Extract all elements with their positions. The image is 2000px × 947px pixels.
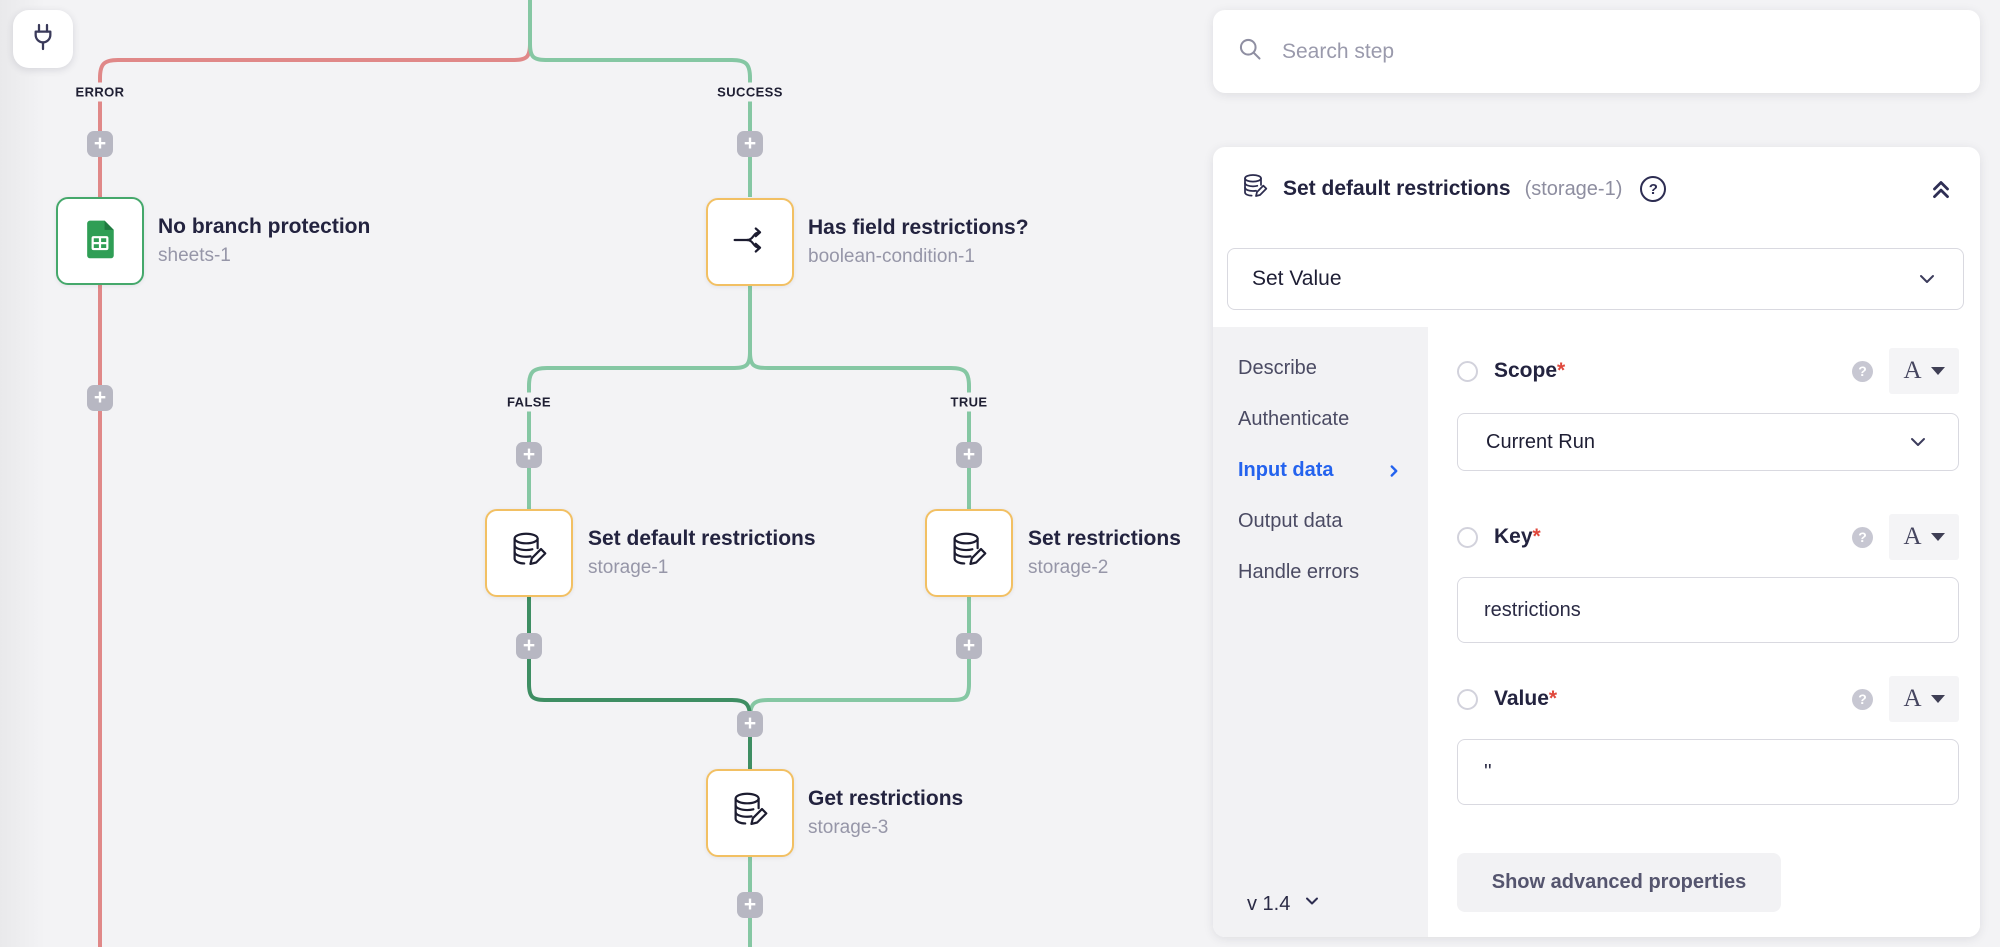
branch-label-false: FALSE <box>502 392 556 412</box>
field-label: Value* <box>1494 687 1558 710</box>
workflow-node-storage-1[interactable] <box>485 509 573 597</box>
triangle-down-icon <box>1930 695 1945 703</box>
node-subtitle: sheets-1 <box>158 245 231 266</box>
add-step-button[interactable]: + <box>87 131 113 157</box>
field-type-selector[interactable]: A <box>1889 348 1959 394</box>
add-step-button[interactable]: + <box>737 131 763 157</box>
node-subtitle: storage-3 <box>808 817 889 838</box>
scope-select[interactable]: Current Run <box>1457 413 1959 471</box>
add-step-button[interactable]: + <box>956 633 982 659</box>
node-title: Set restrictions <box>1028 527 1181 550</box>
collapse-panel-button[interactable] <box>1928 176 1954 202</box>
chevron-down-icon <box>1915 267 1939 291</box>
field-type-selector[interactable]: A <box>1889 514 1959 560</box>
field-row-scope: Scope* ? A <box>1457 348 1959 394</box>
storage-icon <box>1239 171 1271 208</box>
chevron-down-icon <box>1302 891 1322 917</box>
node-subtitle: storage-2 <box>1028 557 1109 578</box>
node-title: No branch protection <box>158 215 371 238</box>
step-search-card <box>1213 10 1980 93</box>
add-step-button[interactable]: + <box>516 442 542 468</box>
show-advanced-properties-button[interactable]: Show advanced properties <box>1457 853 1781 912</box>
search-icon <box>1237 36 1264 68</box>
field-radio[interactable] <box>1457 360 1478 382</box>
triangle-down-icon <box>1930 367 1945 375</box>
storage-icon <box>946 528 992 579</box>
branch-label-success: SUCCESS <box>712 82 788 102</box>
field-help-icon[interactable]: ? <box>1852 526 1873 548</box>
workflow-node-boolean-condition-1[interactable] <box>706 198 794 286</box>
tab-input-data[interactable]: Input data <box>1213 445 1428 496</box>
branch-label-error: ERROR <box>70 82 130 102</box>
step-properties-panel: Set default restrictions (storage-1) ? S… <box>1213 147 1980 937</box>
google-sheets-icon <box>78 217 122 266</box>
storage-icon <box>506 528 552 579</box>
tab-handle-errors[interactable]: Handle errors <box>1238 561 1360 583</box>
input-data-form: Scope* ? A Current Run Key* ? A <box>1428 327 1980 937</box>
operation-select[interactable]: Set Value <box>1227 248 1964 310</box>
field-radio[interactable] <box>1457 688 1478 710</box>
field-label: Scope* <box>1494 359 1566 382</box>
version-selector[interactable]: v 1.4 <box>1247 891 1322 917</box>
add-step-button[interactable]: + <box>87 385 113 411</box>
add-step-button[interactable]: + <box>516 633 542 659</box>
tab-authenticate[interactable]: Authenticate <box>1238 408 1350 430</box>
help-icon[interactable]: ? <box>1640 176 1667 202</box>
field-row-key: Key* ? A <box>1457 514 1959 560</box>
node-title: Get restrictions <box>808 787 964 810</box>
field-radio[interactable] <box>1457 526 1478 548</box>
panel-header: Set default restrictions (storage-1) ? <box>1213 147 1980 231</box>
panel-title: Set default restrictions <box>1283 177 1511 200</box>
branch-condition-icon <box>727 217 773 268</box>
tab-describe[interactable]: Describe <box>1238 357 1317 379</box>
field-row-value: Value* ? A <box>1457 676 1959 722</box>
workflow-node-sheets-1[interactable] <box>56 197 144 285</box>
add-step-button[interactable]: + <box>956 442 982 468</box>
value-input[interactable] <box>1457 739 1959 805</box>
scope-select-value: Current Run <box>1486 430 1595 453</box>
triangle-down-icon <box>1930 533 1945 541</box>
workflow-node-storage-2[interactable] <box>925 509 1013 597</box>
field-help-icon[interactable]: ? <box>1852 360 1873 382</box>
workflow-node-storage-3[interactable] <box>706 769 794 857</box>
panel-step-id: (storage-1) <box>1524 177 1623 200</box>
add-step-button[interactable]: + <box>737 711 763 737</box>
field-label: Key* <box>1494 525 1541 548</box>
operation-select-value: Set Value <box>1252 267 1342 290</box>
panel-tabs: Describe Authenticate Input data Output … <box>1213 327 1428 937</box>
field-help-icon[interactable]: ? <box>1852 688 1873 710</box>
chevrons-up-icon <box>1933 181 1949 198</box>
key-input[interactable] <box>1457 577 1959 643</box>
storage-icon <box>727 788 773 839</box>
power-plug-icon <box>27 21 59 58</box>
field-type-selector[interactable]: A <box>1889 676 1959 722</box>
branch-label-true: TRUE <box>945 392 993 412</box>
chevron-down-icon <box>1906 430 1930 454</box>
node-title: Has field restrictions? <box>808 216 1029 239</box>
tab-output-data[interactable]: Output data <box>1238 510 1343 532</box>
connectors-toolbar-button[interactable] <box>13 10 73 68</box>
chevron-right-icon <box>1385 462 1403 480</box>
node-title: Set default restrictions <box>588 527 816 550</box>
search-input[interactable] <box>1282 39 1956 64</box>
add-step-button[interactable]: + <box>737 892 763 918</box>
node-subtitle: boolean-condition-1 <box>808 246 975 267</box>
node-subtitle: storage-1 <box>588 557 669 578</box>
